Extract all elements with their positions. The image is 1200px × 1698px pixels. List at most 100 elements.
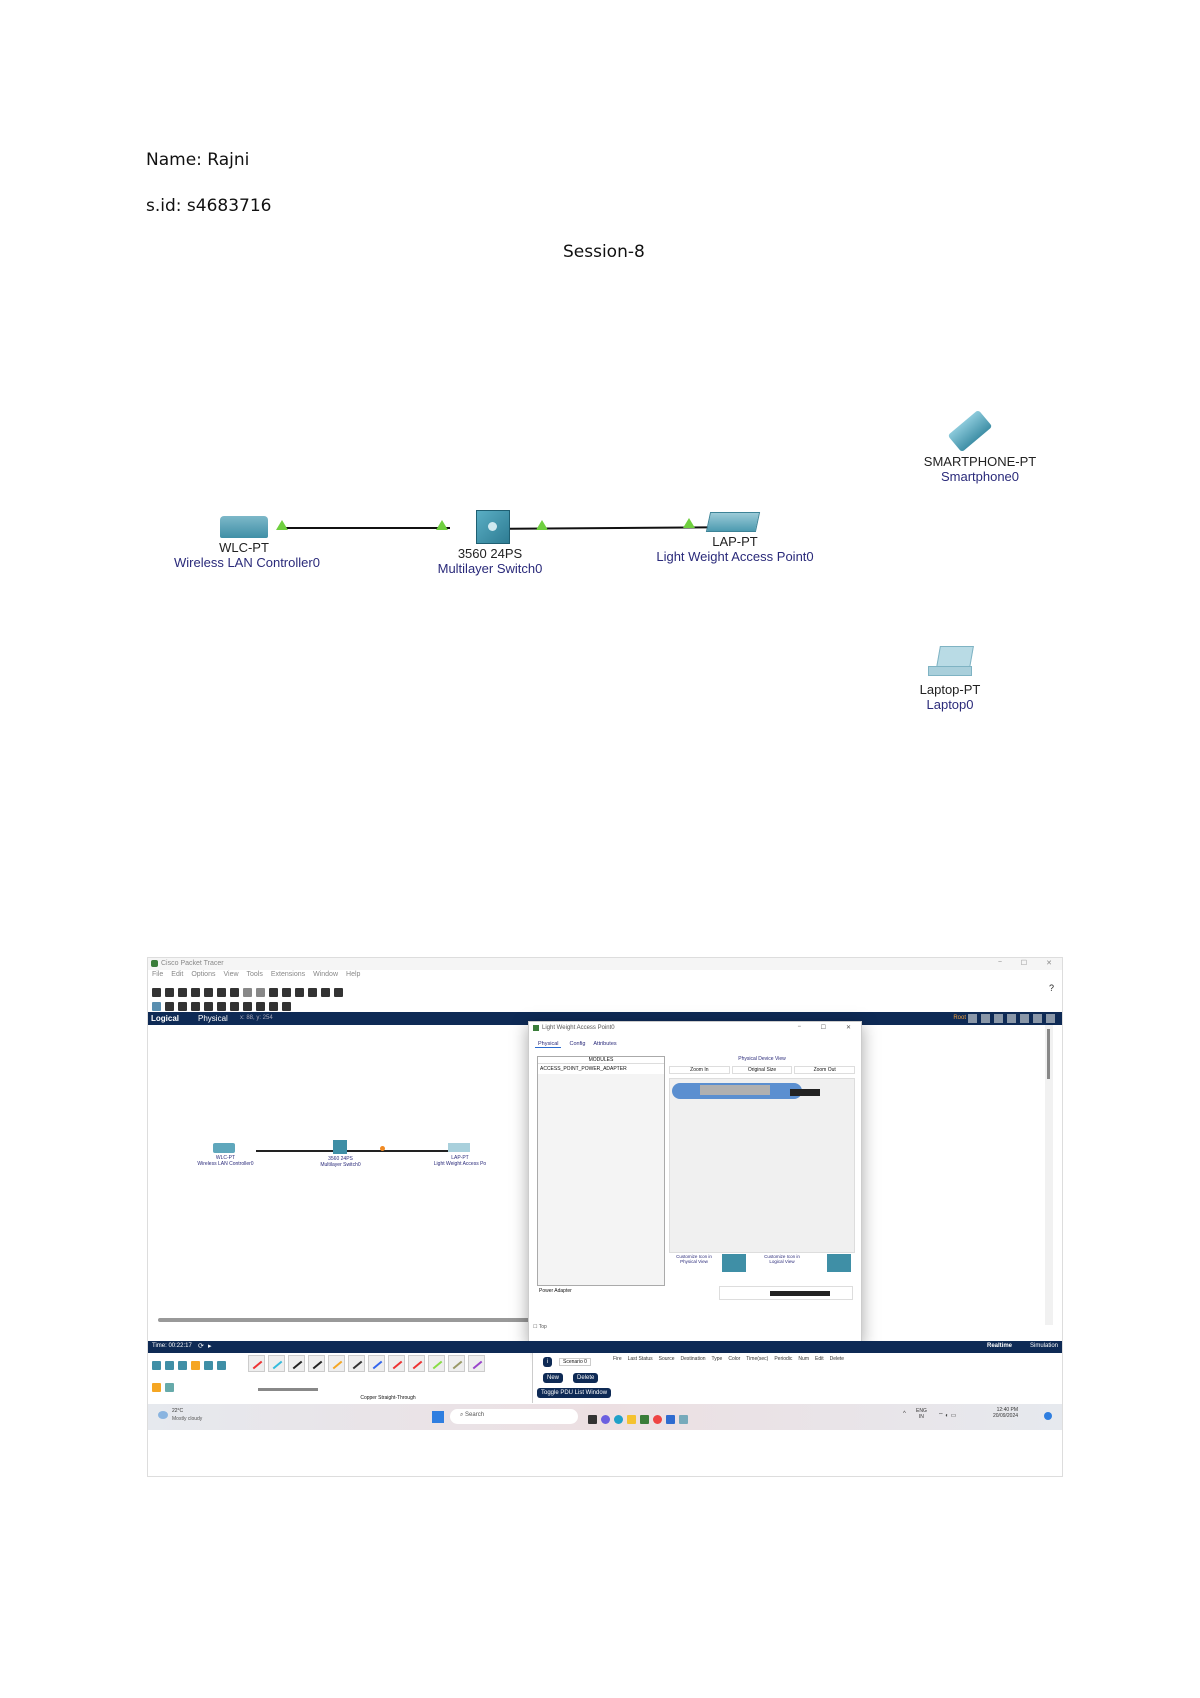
- viewport-icon[interactable]: [334, 988, 343, 998]
- zoom-reset-icon[interactable]: [282, 988, 291, 998]
- copy-icon[interactable]: [217, 988, 226, 998]
- zoom-in-icon[interactable]: [269, 988, 278, 998]
- add-simple-pdu-icon[interactable]: [269, 1002, 278, 1012]
- scenario-info-button[interactable]: i: [543, 1357, 553, 1367]
- tab-logical[interactable]: Logical: [151, 1014, 180, 1023]
- scenario-select[interactable]: Scenario 0: [559, 1358, 591, 1366]
- tab-attributes[interactable]: Attributes: [593, 1041, 617, 1047]
- select-icon[interactable]: [152, 1002, 161, 1012]
- dialog-maximize-button[interactable]: ☐: [820, 1025, 826, 1031]
- drawing-palette-icon[interactable]: [308, 988, 317, 998]
- close-button[interactable]: ✕: [1046, 960, 1052, 967]
- paste-icon[interactable]: [230, 988, 239, 998]
- word-icon[interactable]: [666, 1415, 675, 1425]
- edge-icon[interactable]: [614, 1415, 623, 1425]
- snipping-tool-icon[interactable]: [679, 1415, 688, 1425]
- save-icon[interactable]: [178, 988, 187, 998]
- fast-forward-icon[interactable]: ▸: [208, 1343, 212, 1350]
- menu-tools[interactable]: Tools: [246, 971, 263, 978]
- multilayer-switch-icon[interactable]: [476, 510, 510, 544]
- new-scenario-button[interactable]: New: [543, 1373, 564, 1383]
- custom-device-icon[interactable]: [321, 988, 330, 998]
- structured-cabling-icon[interactable]: [165, 1383, 174, 1393]
- delete-scenario-button[interactable]: Delete: [573, 1373, 599, 1383]
- viewport-tools[interactable]: [968, 1014, 1058, 1023]
- multiuser-icon[interactable]: [217, 1361, 226, 1371]
- dialog-close-button[interactable]: ✕: [845, 1025, 851, 1031]
- misc-icon[interactable]: [204, 1361, 213, 1371]
- auto-connection-icon[interactable]: [248, 1355, 265, 1372]
- toggle-pdu-list-button[interactable]: Toggle PDU List Window: [537, 1388, 612, 1398]
- open-icon[interactable]: [165, 988, 174, 998]
- canvas-lap-icon[interactable]: [448, 1143, 470, 1152]
- dialog-minimize-button[interactable]: −: [797, 1024, 801, 1030]
- connections-icon[interactable]: [191, 1361, 200, 1371]
- palette-scrollbar[interactable]: [258, 1388, 318, 1391]
- physical-device-view[interactable]: [669, 1078, 855, 1253]
- start-icon[interactable]: [432, 1411, 444, 1423]
- customize-physical-button[interactable]: Customize Icon in Physical View: [676, 1254, 712, 1264]
- wifi-sound-battery-icons[interactable]: ⌔ ◐ ▭: [938, 1413, 957, 1419]
- menu-options[interactable]: Options: [191, 971, 216, 978]
- module-item[interactable]: ACCESS_POINT_POWER_ADAPTER: [538, 1064, 664, 1074]
- modules-list[interactable]: MODULES ACCESS_POINT_POWER_ADAPTER: [537, 1056, 665, 1286]
- new-file-icon[interactable]: [152, 988, 161, 998]
- draw-rectangle-icon[interactable]: [230, 1002, 239, 1012]
- wlc-icon[interactable]: [220, 516, 268, 538]
- horizontal-scrollbar[interactable]: [158, 1318, 588, 1322]
- draw-ellipse-icon[interactable]: [243, 1002, 252, 1012]
- end-devices-icon[interactable]: [165, 1361, 174, 1371]
- octal-cable-icon[interactable]: [428, 1355, 445, 1372]
- print-icon[interactable]: [191, 988, 200, 998]
- tab-physical[interactable]: Physical: [198, 1014, 228, 1023]
- freeform-icon[interactable]: [256, 1002, 265, 1012]
- activity-wizard-icon[interactable]: [204, 988, 213, 998]
- access-point-icon[interactable]: [705, 512, 761, 532]
- simulation-mode-button[interactable]: Simulation: [1029, 1343, 1058, 1349]
- menu-file[interactable]: File: [152, 971, 164, 978]
- file-explorer-icon[interactable]: [627, 1415, 636, 1425]
- components-icon[interactable]: [178, 1361, 187, 1371]
- delete-icon[interactable]: [178, 1002, 187, 1012]
- taskbar-search[interactable]: ⌕ Search: [450, 1409, 578, 1424]
- menu-window[interactable]: Window: [313, 971, 339, 978]
- task-view-icon[interactable]: [588, 1415, 597, 1425]
- tab-physical-device[interactable]: Physical: [535, 1041, 562, 1048]
- serial-dce-icon[interactable]: [388, 1355, 405, 1372]
- connections-subtype-icon[interactable]: [152, 1383, 161, 1393]
- menu-extensions[interactable]: Extensions: [270, 971, 306, 978]
- tray-chevron-icon[interactable]: ^: [903, 1411, 906, 1417]
- menu-edit[interactable]: Edit: [171, 971, 184, 978]
- redo-icon[interactable]: [256, 988, 265, 998]
- help-icon[interactable]: ?: [1048, 983, 1054, 993]
- canvas-switch-icon[interactable]: [333, 1140, 347, 1154]
- canvas-wlc-icon[interactable]: [213, 1143, 235, 1153]
- original-size-button[interactable]: Original Size: [731, 1066, 793, 1074]
- note-icon[interactable]: [204, 1002, 213, 1012]
- network-devices-icon[interactable]: [152, 1361, 161, 1371]
- zoom-in-button[interactable]: Zoom In: [669, 1066, 730, 1074]
- top-checkbox[interactable]: ☐ Top: [533, 1324, 547, 1330]
- maximize-button[interactable]: ☐: [1020, 960, 1027, 967]
- laptop-icon[interactable]: [928, 646, 974, 676]
- copper-straight-through-icon[interactable]: [288, 1355, 305, 1372]
- phone-cable-icon[interactable]: [348, 1355, 365, 1372]
- draw-line-icon[interactable]: [217, 1002, 226, 1012]
- usb-cable-icon[interactable]: [468, 1355, 485, 1372]
- chrome-icon[interactable]: [653, 1415, 662, 1425]
- notification-icon[interactable]: [1044, 1412, 1052, 1420]
- realtime-mode-button[interactable]: Realtime: [986, 1343, 1012, 1349]
- coaxial-icon[interactable]: [368, 1355, 385, 1372]
- resize-icon[interactable]: [191, 1002, 200, 1012]
- fiber-icon[interactable]: [328, 1355, 345, 1372]
- zoom-out-icon[interactable]: [295, 988, 304, 998]
- vertical-scrollbar[interactable]: [1045, 1025, 1053, 1325]
- inspect-icon[interactable]: [165, 1002, 174, 1012]
- add-complex-pdu-icon[interactable]: [282, 1002, 291, 1012]
- tab-config[interactable]: Config: [569, 1041, 586, 1047]
- packet-tracer-icon[interactable]: [640, 1415, 649, 1425]
- minimize-button[interactable]: −: [997, 959, 1002, 966]
- customize-logical-button[interactable]: Customize Icon in Logical View: [764, 1254, 800, 1264]
